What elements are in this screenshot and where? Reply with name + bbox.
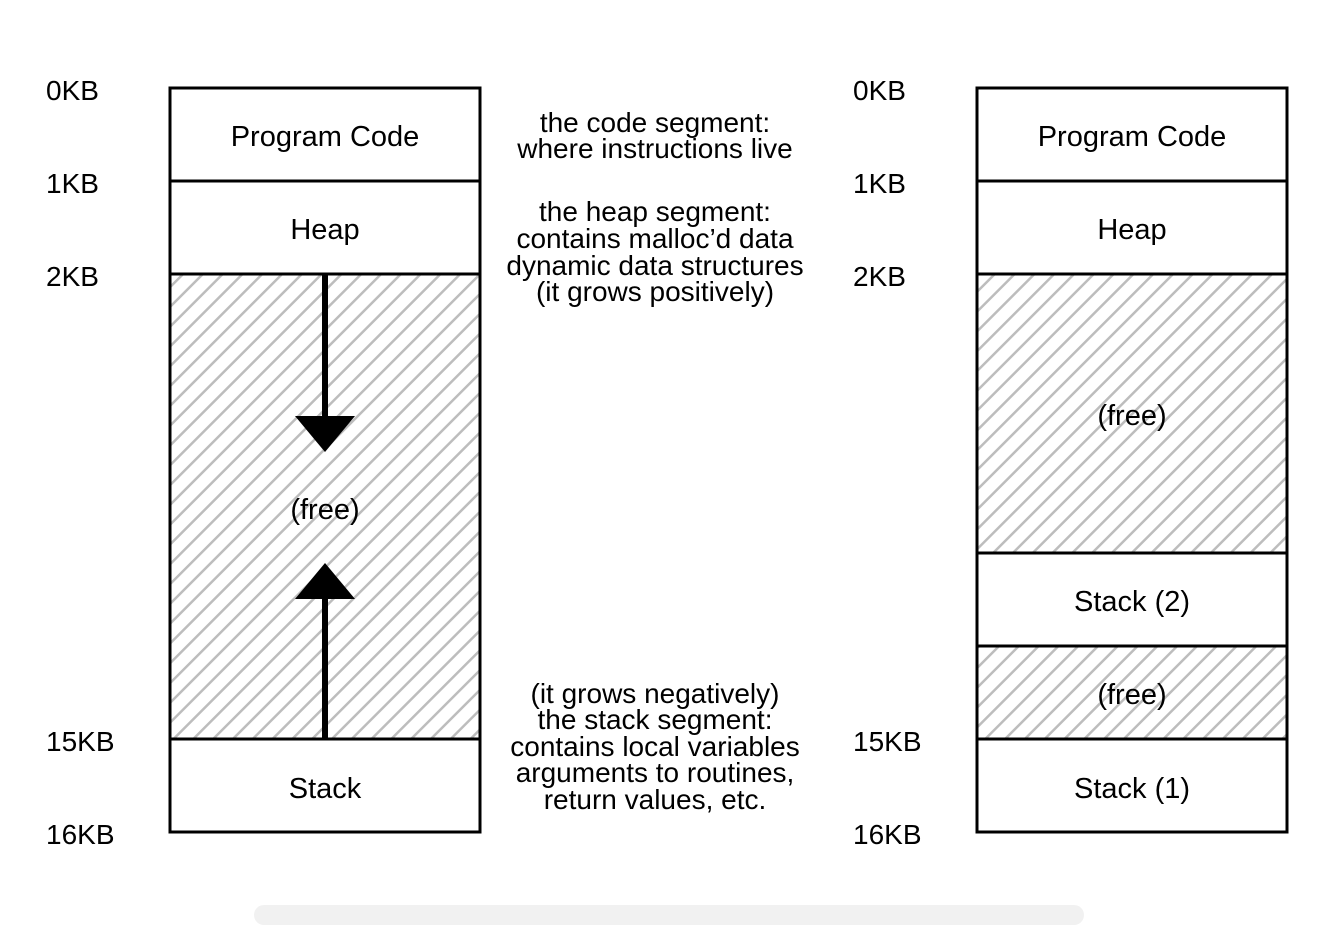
right-label-program-code: Program Code bbox=[1038, 121, 1227, 153]
right-label-heap: Heap bbox=[1097, 214, 1166, 246]
stack-annotation-line-2: the stack segment: bbox=[537, 704, 772, 735]
left-label-free: (free) bbox=[290, 494, 359, 526]
heap-annotation-line-4: (it grows positively) bbox=[536, 276, 774, 307]
right-address-0kb: 0KB bbox=[853, 75, 906, 106]
left-address-15kb: 15KB bbox=[46, 726, 115, 757]
stack-annotation-line-1: (it grows negatively) bbox=[531, 678, 780, 709]
left-address-0kb: 0KB bbox=[46, 75, 99, 106]
left-address-16kb: 16KB bbox=[46, 819, 115, 850]
right-segment-free-upper bbox=[975, 272, 1289, 555]
heap-annotation-line-1: the heap segment: bbox=[539, 196, 771, 227]
left-label-heap: Heap bbox=[290, 214, 359, 246]
heap-annotation-line-3: dynamic data structures bbox=[506, 250, 803, 281]
left-address-2kb: 2KB bbox=[46, 261, 99, 292]
right-segment-program-code bbox=[975, 86, 1289, 183]
left-segment-stack bbox=[168, 737, 482, 834]
left-address-1kb: 1KB bbox=[46, 168, 99, 199]
stack-annotation: (it grows negatively) the stack segment:… bbox=[510, 678, 800, 815]
left-label-stack: Stack bbox=[289, 773, 362, 805]
heap-annotation: the heap segment: contains malloc’d data… bbox=[506, 196, 803, 307]
right-address-16kb: 16KB bbox=[853, 819, 922, 850]
right-label-free-upper: (free) bbox=[1097, 400, 1166, 432]
right-label-free-lower: (free) bbox=[1097, 679, 1166, 711]
right-label-stack-1: Stack (1) bbox=[1074, 773, 1190, 805]
left-address-space: 0KB 1KB 2KB 15KB 16KB Program Code Heap … bbox=[46, 75, 482, 850]
left-segment-heap bbox=[168, 179, 482, 276]
right-segment-stack-1 bbox=[975, 737, 1289, 834]
heap-annotation-line-2: contains malloc’d data bbox=[516, 223, 793, 254]
code-annotation: the code segment: where instructions liv… bbox=[516, 107, 792, 164]
right-address-1kb: 1KB bbox=[853, 168, 906, 199]
right-label-stack-2: Stack (2) bbox=[1074, 586, 1190, 618]
right-address-2kb: 2KB bbox=[853, 261, 906, 292]
right-segment-heap bbox=[975, 179, 1289, 276]
right-address-space: 0KB 1KB 2KB 15KB 16KB Program Code Heap … bbox=[853, 75, 1289, 850]
bottom-scroll-bar bbox=[254, 905, 1084, 925]
stack-annotation-line-4: arguments to routines, bbox=[516, 757, 795, 788]
stack-annotation-line-5: return values, etc. bbox=[544, 784, 767, 815]
right-address-15kb: 15KB bbox=[853, 726, 922, 757]
right-segment-stack-2 bbox=[975, 551, 1289, 648]
code-annotation-line-2: where instructions live bbox=[516, 133, 792, 164]
stack-annotation-line-3: contains local variables bbox=[510, 731, 800, 762]
code-annotation-line-1: the code segment: bbox=[540, 107, 770, 138]
left-label-program-code: Program Code bbox=[231, 121, 420, 153]
left-segment-program-code bbox=[168, 86, 482, 183]
